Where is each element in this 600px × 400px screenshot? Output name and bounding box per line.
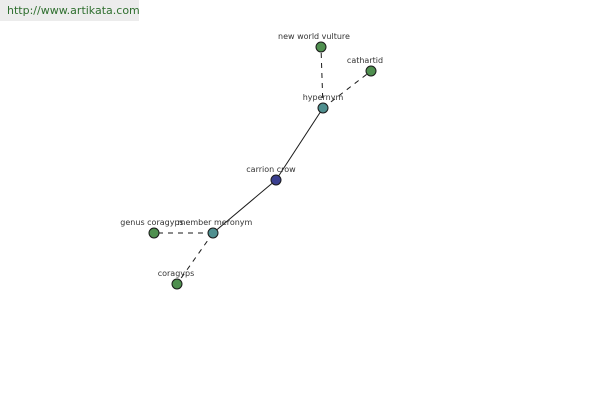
edge-member-meronym-to-coragyps [176,232,214,285]
node-label-hypernym: hypernym [303,93,344,102]
nodes-layer [148,41,377,290]
node-coragyps[interactable] [171,278,183,290]
node-genus-coragyps[interactable] [148,227,160,239]
edge-hypernym-to-cathartid [322,70,372,109]
edges-layer [154,46,372,285]
source-url-banner[interactable]: http://www.artikata.com [0,0,140,21]
node-label-new-world-vulture: new world vulture [278,32,350,41]
labels-layer: carrion crow hypernym member meronym new wo… [120,32,383,278]
edge-carrion-crow-to-member-meronym [212,179,277,234]
node-label-member-meronym: member meronym [178,218,253,227]
node-hypernym[interactable] [317,102,329,114]
edge-carrion-crow-to-hypernym [275,107,324,181]
node-label-cathartid: cathartid [347,56,383,65]
node-label-coragyps: coragyps [158,269,195,278]
node-label-carrion-crow: carrion crow [246,165,296,174]
node-cathartid[interactable] [365,65,377,77]
edge-hypernym-to-new-world-vulture [320,46,324,109]
source-url-text: http://www.artikata.com [7,4,140,17]
node-member-meronym[interactable] [207,227,219,239]
node-new-world-vulture[interactable] [315,41,327,53]
node-carrion-crow[interactable] [270,174,282,186]
node-label-genus-coragyps: genus coragyps [120,218,183,227]
